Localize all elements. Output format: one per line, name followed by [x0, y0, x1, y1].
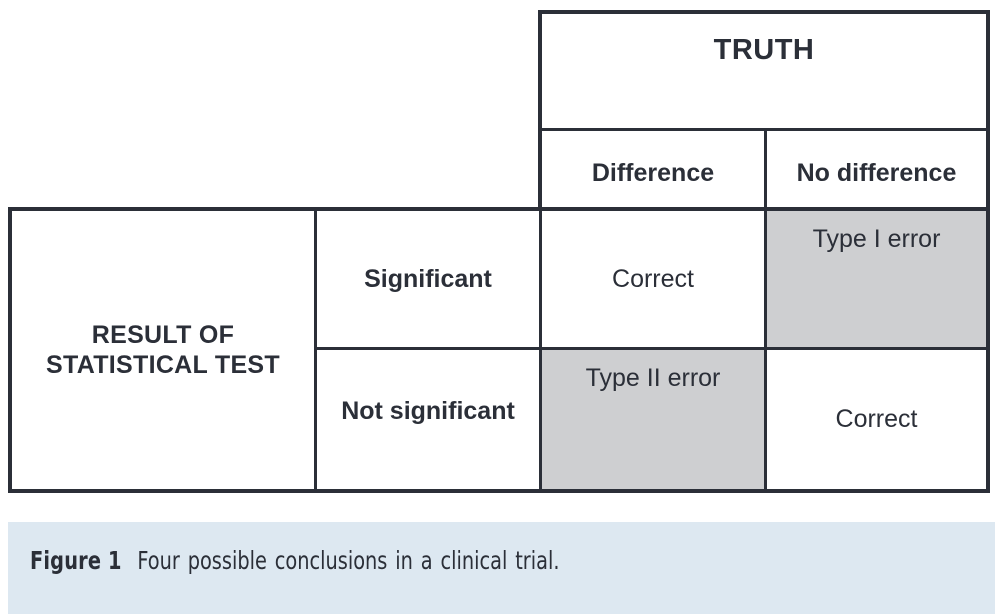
cell-significant-no-difference: Type I error [767, 211, 986, 347]
cell-significant-difference: Correct [542, 211, 767, 347]
cell-not-significant-difference: Type II error [542, 350, 767, 489]
row-header-not-significant: Not significant [317, 350, 542, 489]
figure-caption-label: Figure 1 [30, 546, 122, 575]
header-divider [542, 128, 986, 131]
table-row: Significant Correct Type I error [317, 211, 986, 350]
column-header-row: Difference No difference [542, 131, 986, 214]
figure-caption: Figure 1 Four possible conclusions in a … [30, 546, 559, 576]
contingency-table: TRUTH Difference No difference RESULT OF… [8, 10, 990, 493]
column-header-no-difference: No difference [764, 131, 986, 214]
column-group-header: TRUTH [713, 34, 815, 66]
table-grid: Significant Correct Type I error Not sig… [317, 211, 986, 489]
table-body-block: RESULT OF STATISTICAL TEST Significant C… [8, 207, 990, 493]
row-header-significant: Significant [317, 211, 542, 347]
figure-caption-band: Figure 1 Four possible conclusions in a … [8, 522, 995, 614]
figure-caption-text: Four possible conclusions in a clinical … [137, 546, 560, 575]
truth-header-block: TRUTH Difference No difference [538, 10, 990, 214]
column-header-difference: Difference [591, 158, 715, 187]
table-row: Not significant Type II error Correct [317, 350, 986, 489]
cell-not-significant-no-difference: Correct [835, 405, 918, 433]
row-group-header: RESULT OF STATISTICAL TEST [12, 211, 317, 489]
